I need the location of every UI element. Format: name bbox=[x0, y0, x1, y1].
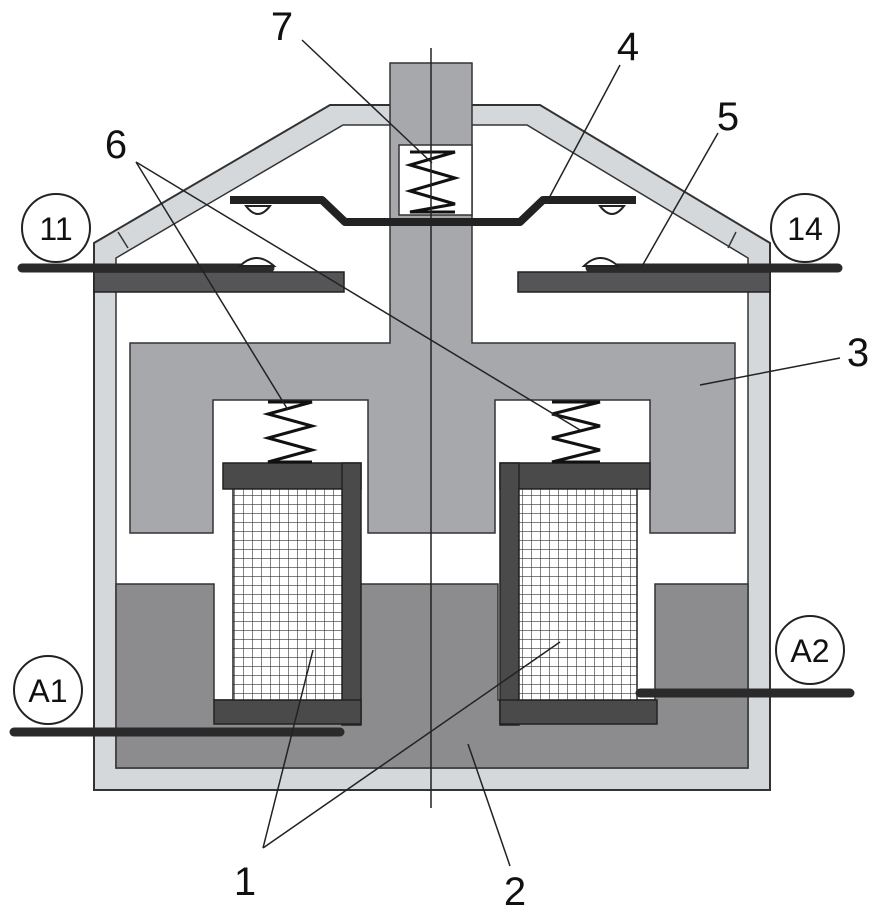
bridge-bump-right bbox=[597, 205, 627, 215]
coil-bottom-plate-left bbox=[213, 699, 362, 725]
label-1: 1 bbox=[234, 860, 256, 904]
label-2: 2 bbox=[504, 870, 526, 914]
leader-1b bbox=[262, 641, 561, 849]
spring-top bbox=[404, 150, 461, 214]
contact-bump-14 bbox=[581, 257, 621, 267]
leader-7 bbox=[301, 39, 433, 164]
coil-top-plate-right bbox=[499, 462, 651, 490]
leader-5 bbox=[640, 132, 719, 269]
label-7: 7 bbox=[271, 5, 293, 49]
spring-right bbox=[551, 400, 601, 464]
spring-window bbox=[398, 144, 473, 216]
leader-1a bbox=[262, 649, 314, 849]
bridge-bump-left bbox=[243, 205, 273, 215]
coil-side-left bbox=[341, 462, 362, 726]
label-5: 5 bbox=[717, 95, 739, 139]
stationary-plate-left bbox=[93, 271, 345, 293]
label-3: 3 bbox=[847, 331, 869, 375]
housing-notch-left bbox=[117, 231, 129, 249]
coil-side-right bbox=[499, 462, 520, 726]
terminal-11-badge bbox=[21, 193, 91, 263]
armature bbox=[129, 62, 736, 534]
coil-bottom-plate-right bbox=[499, 699, 658, 725]
leader-3 bbox=[699, 357, 841, 386]
coil-winding-right bbox=[518, 488, 638, 701]
terminal-a1-label: A1 bbox=[28, 673, 67, 709]
coil-winding-left bbox=[232, 488, 343, 701]
label-4: 4 bbox=[617, 25, 639, 69]
leader-6a bbox=[135, 161, 289, 411]
terminal-a2-badge bbox=[775, 615, 845, 685]
terminal-11-label: 11 bbox=[39, 211, 72, 247]
housing-notch-right bbox=[727, 231, 737, 249]
terminal-a2-label: A2 bbox=[790, 633, 829, 669]
leader-6b bbox=[135, 161, 581, 431]
moving-contact-bridge bbox=[230, 196, 636, 226]
leader-2 bbox=[467, 743, 511, 867]
leader-4 bbox=[547, 64, 621, 201]
contact-bump-11 bbox=[237, 257, 277, 267]
terminal-14-label: 14 bbox=[787, 211, 823, 247]
stationary-plate-right bbox=[517, 271, 771, 293]
coil-top-plate-left bbox=[222, 462, 362, 490]
spring-left bbox=[262, 400, 318, 464]
terminal-14-badge bbox=[770, 193, 840, 263]
terminal-a1-badge bbox=[13, 655, 83, 725]
label-6: 6 bbox=[105, 123, 127, 167]
